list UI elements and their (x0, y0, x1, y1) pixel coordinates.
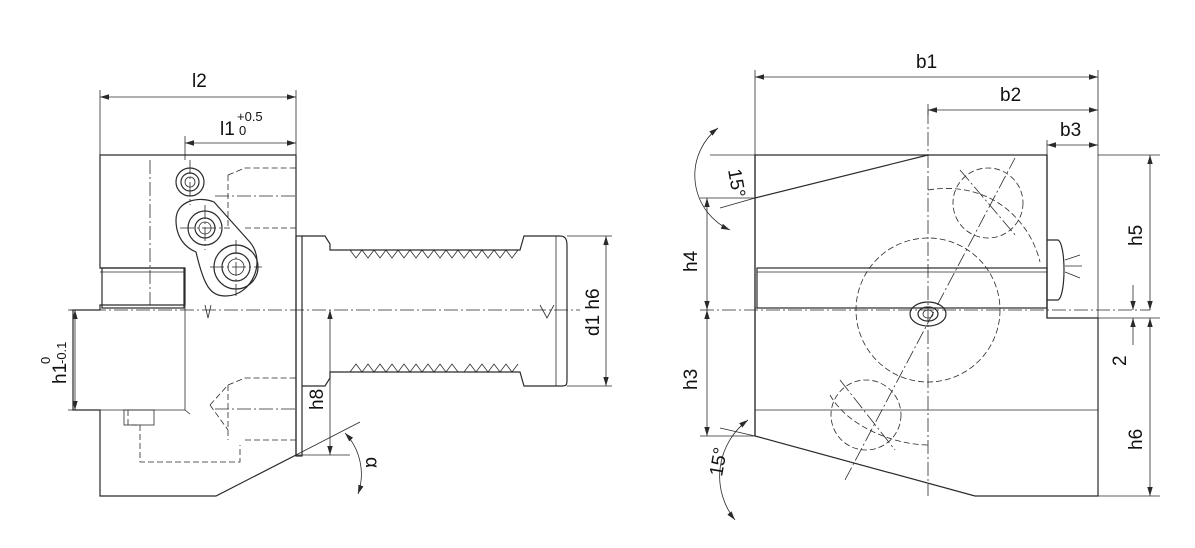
label-l1-upper-tol: +0.5 (237, 109, 263, 124)
label-angle-bottom: 15° (706, 446, 732, 478)
label-l1: l1 (220, 119, 235, 140)
label-offset-2: 2 (1110, 355, 1131, 366)
front-spring-plunger (1047, 239, 1065, 301)
label-b3: b3 (1060, 120, 1081, 141)
front-view (694, 70, 1160, 521)
side-eccentric-clamp (175, 198, 259, 297)
label-h5: h5 (1126, 225, 1147, 246)
label-h1: h1 (50, 363, 71, 384)
label-h3: h3 (681, 369, 702, 390)
dim-angle-top (694, 127, 731, 231)
front-clamp-slot (756, 267, 1048, 309)
side-flange-plate (295, 235, 303, 457)
label-b1: b1 (916, 52, 937, 73)
label-l1-lower-tol: 0 (239, 123, 246, 138)
label-d1: d1 h6 (583, 288, 604, 336)
side-view (68, 90, 612, 497)
side-body-outline (72, 154, 297, 497)
label-h1-upper-tol: 0 (38, 357, 53, 364)
side-clamp-block (101, 267, 185, 309)
label-h4: h4 (681, 250, 702, 272)
label-angle-top: 15° (723, 167, 749, 199)
label-l2: l2 (192, 71, 207, 92)
side-serration-top (349, 249, 519, 259)
dim-alpha (344, 432, 364, 495)
label-h6: h6 (1126, 429, 1147, 450)
dim-angle-bottom (719, 419, 749, 521)
side-shank (302, 235, 568, 387)
label-h8: h8 (307, 389, 328, 410)
side-serration-bottom (349, 363, 519, 373)
label-b2: b2 (1000, 85, 1021, 106)
label-alpha: α (361, 457, 382, 468)
label-h1-lower-tol: -0.1 (54, 342, 69, 364)
